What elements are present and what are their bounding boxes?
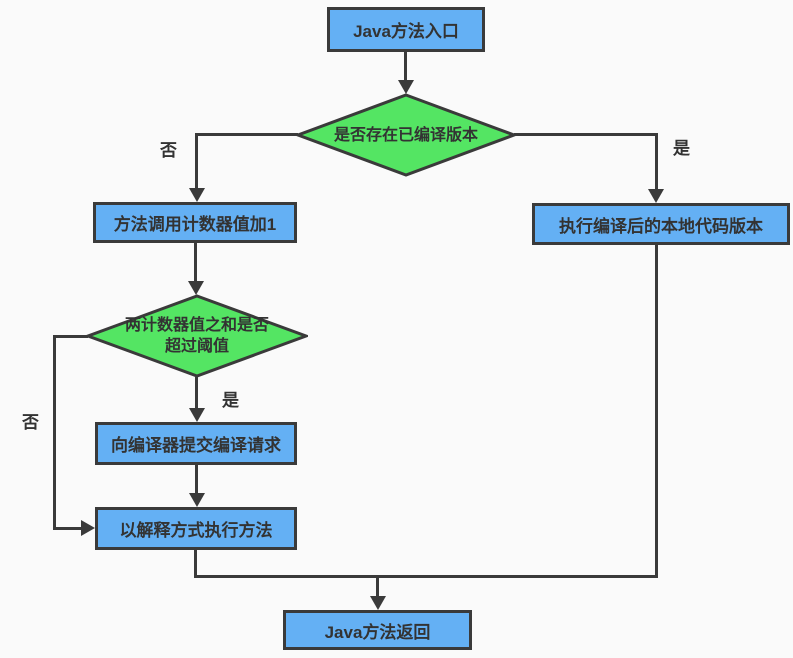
- node-interpret-execute: 以解释方式执行方法: [95, 507, 297, 550]
- edge-compiled-no-vertical: [195, 133, 198, 188]
- node-submit-compile-request: 向编译器提交编译请求: [95, 422, 297, 465]
- edge-label-compiled-no: 否: [160, 141, 177, 160]
- node-decision-compiled-version: 是否存在已编译版本: [296, 93, 516, 177]
- edge-entry-to-decision: [404, 52, 407, 81]
- edge-interpret-down: [194, 550, 197, 578]
- arrowhead-down: [398, 80, 414, 94]
- node-decision-threshold: 两计数器值之和是否 超过阈值: [86, 294, 308, 378]
- edge-merge-to-return: [376, 575, 379, 597]
- arrowhead-down: [188, 281, 204, 295]
- node-run-native-code: 执行编译后的本地代码版本: [532, 203, 790, 245]
- node-java-method-return: Java方法返回: [283, 610, 472, 650]
- edge-threshold-no-top: [53, 335, 88, 338]
- edge-threshold-no-bottom: [53, 527, 81, 530]
- arrowhead-down: [648, 189, 664, 203]
- edge-threshold-yes-vertical: [195, 377, 198, 408]
- node-java-method-entry: Java方法入口: [327, 7, 485, 52]
- arrowhead-down: [189, 408, 205, 422]
- edge-counter-to-decision2: [194, 243, 197, 281]
- arrowhead-down: [189, 493, 205, 507]
- edge-compiled-no-horizontal: [196, 133, 298, 136]
- node-increment-counter: 方法调用计数器值加1: [93, 202, 297, 243]
- edge-compiled-yes-vertical: [655, 133, 658, 189]
- edge-merge-horizontal: [194, 575, 658, 578]
- decision-compiled-label: 是否存在已编译版本: [333, 126, 478, 144]
- edge-submit-to-interpret: [195, 465, 198, 493]
- arrowhead-down: [189, 188, 205, 202]
- arrowhead-right: [81, 520, 95, 536]
- diamond-shape: [86, 294, 308, 378]
- decision-threshold-label: 两计数器值之和是否 超过阈值: [124, 317, 269, 355]
- edge-label-compiled-yes: 是: [673, 139, 690, 158]
- edge-label-threshold-yes: 是: [222, 391, 239, 410]
- edge-label-threshold-no: 否: [22, 413, 39, 432]
- diamond-shape: [296, 93, 516, 177]
- edge-compiled-yes-horizontal: [514, 133, 658, 136]
- arrowhead-down: [370, 596, 386, 610]
- edge-native-down: [655, 245, 658, 578]
- edge-threshold-no-vertical: [53, 335, 56, 529]
